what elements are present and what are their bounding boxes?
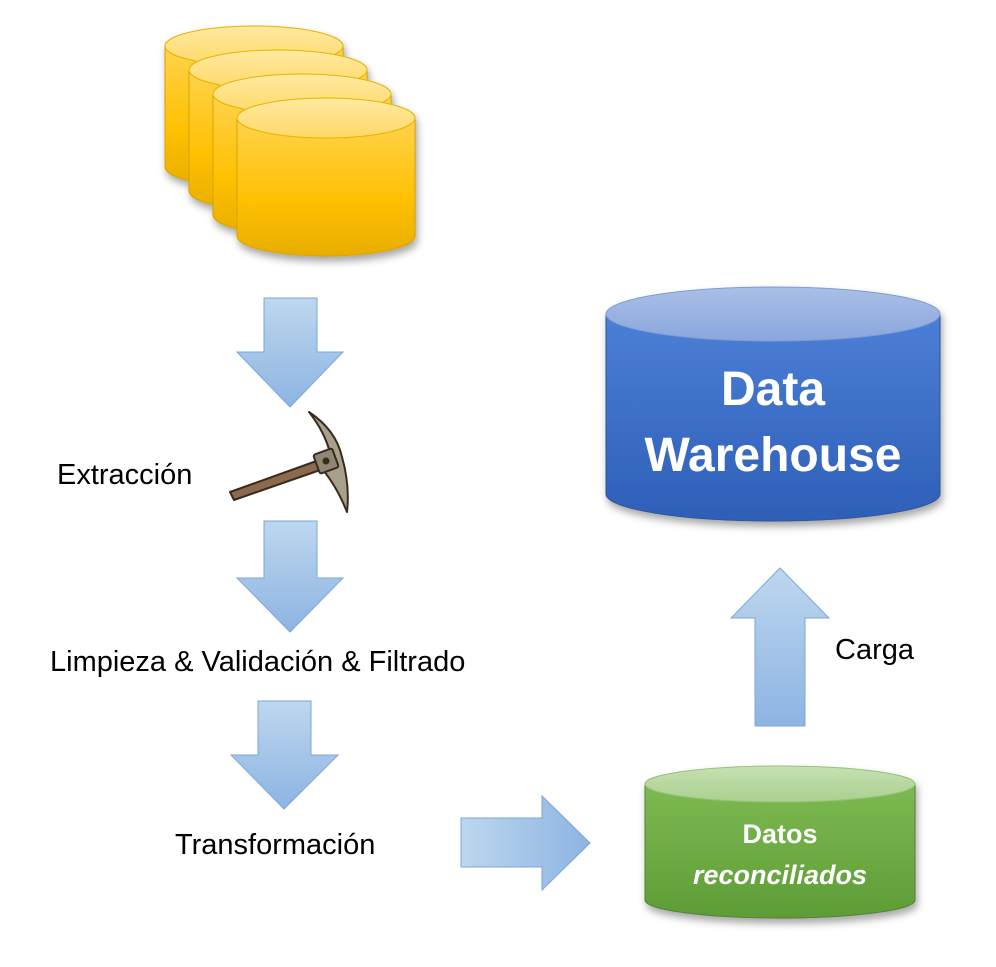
source-database-4 bbox=[236, 97, 416, 257]
reconciled-title-line1: Datos bbox=[742, 819, 817, 849]
load-label: Carga bbox=[835, 634, 915, 666]
pickaxe-icon bbox=[229, 411, 349, 513]
extraction-label: Extracción bbox=[57, 459, 192, 491]
source-databases-icon bbox=[164, 25, 416, 257]
data-warehouse-cylinder: Data Warehouse bbox=[605, 286, 941, 522]
up-arrow-icon bbox=[729, 567, 831, 727]
down-arrow-icon bbox=[229, 700, 340, 810]
warehouse-title-line2: Warehouse bbox=[645, 429, 902, 482]
transformation-label: Transformación bbox=[175, 829, 375, 861]
cleaning-label: Limpieza & Validación & Filtrado bbox=[50, 646, 465, 678]
warehouse-title-line1: Data bbox=[721, 363, 825, 416]
down-arrow-icon bbox=[235, 520, 345, 633]
right-arrow-icon bbox=[460, 794, 591, 892]
reconciled-data-cylinder: Datos reconciliados bbox=[644, 765, 916, 919]
down-arrow-icon bbox=[235, 297, 345, 408]
reconciled-title-line2: reconciliados bbox=[693, 860, 867, 890]
